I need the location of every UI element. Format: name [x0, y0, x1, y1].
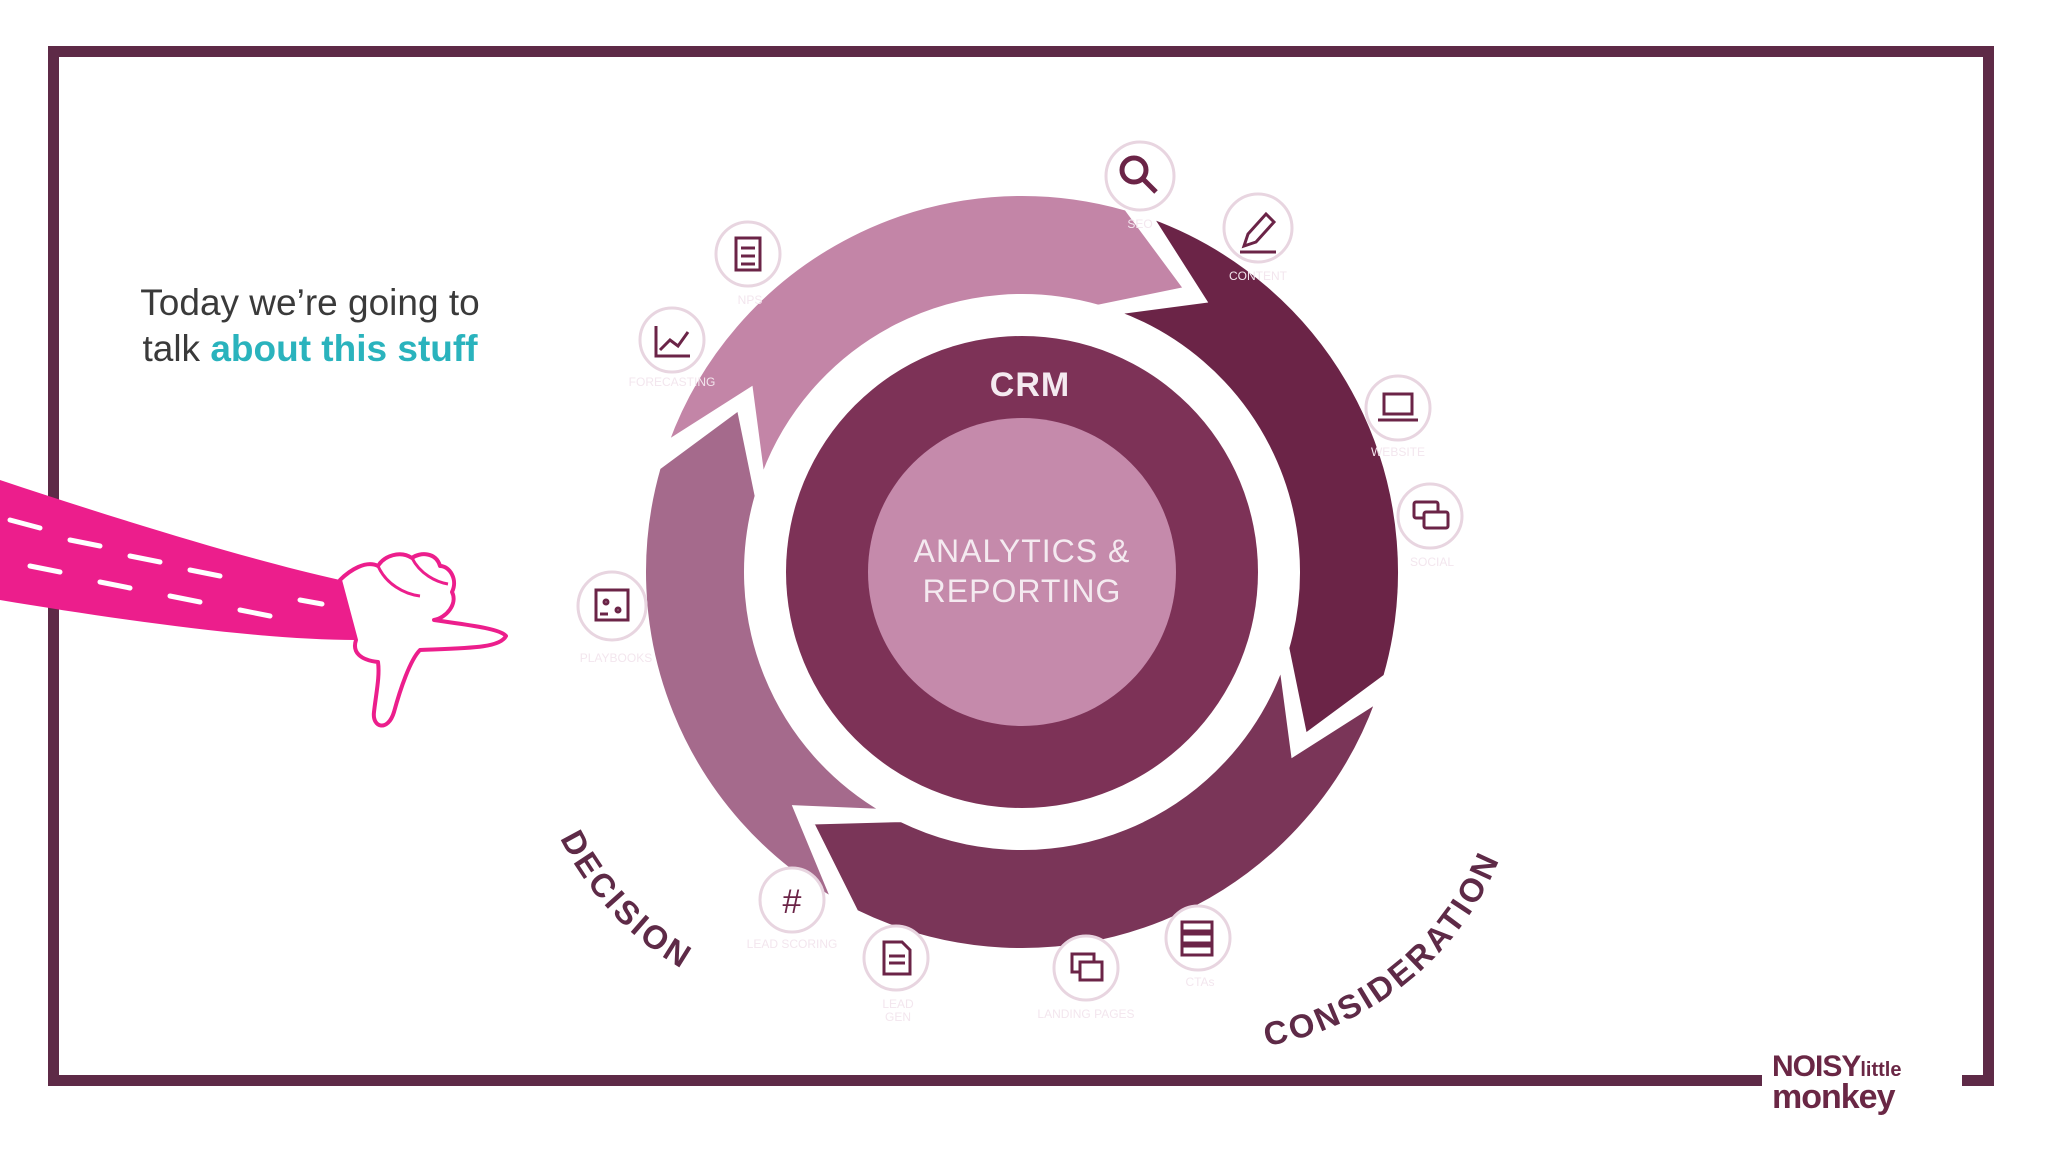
logo-line-1: NOISYlittle [1772, 1050, 1901, 1084]
item-lead-gen: LEAD GEN [862, 924, 930, 1024]
server-list-icon [1180, 920, 1214, 957]
pointing-hand-icon [0, 480, 508, 728]
item-label-social: SOCIAL [1410, 555, 1454, 569]
item-social: SOCIAL [1396, 482, 1464, 569]
item-label-playbooks: PLAYBOOKS [580, 651, 652, 665]
item-forecasting: FORECASTING [629, 306, 716, 389]
item-label-landing-pages: LANDING PAGES [1037, 1007, 1134, 1021]
laptop-icon [1378, 392, 1418, 422]
logo-little: little [1860, 1059, 1902, 1081]
pages-icon [1070, 952, 1104, 982]
analytics-label-line2: REPORTING [923, 573, 1122, 609]
item-label-lead-scoring: LEAD SCORING [747, 937, 838, 951]
item-nps: NPS [714, 220, 782, 307]
item-label-seo: SEO [1127, 217, 1152, 231]
intro-accent: about this stuff [210, 328, 478, 369]
pencil-icon [1240, 211, 1277, 254]
stage-label-consideration: CONSIDERATION [1260, 845, 1507, 1053]
item-label-ctas: CTAs [1185, 975, 1214, 989]
item-label-forecasting: FORECASTING [629, 375, 716, 389]
item-content: CONTENT [1222, 192, 1294, 283]
stage-segment-loyalty [662, 192, 1189, 479]
item-seo: SEO [1104, 140, 1176, 231]
hash-icon: # [783, 883, 802, 921]
logo-noisy: NOISY [1772, 1050, 1861, 1083]
item-website: WEBSITE [1364, 374, 1432, 459]
analytics-label-line1: ANALYTICS & [914, 533, 1131, 569]
item-label-website: WEBSITE [1371, 445, 1425, 459]
ring-segments [642, 192, 1402, 952]
magnifier-icon [1119, 155, 1158, 194]
analytics-circle [868, 418, 1176, 726]
item-landing-pages: LANDING PAGES [1037, 934, 1135, 1021]
stage-segment-consideration [808, 665, 1382, 952]
item-label-lead: LEAD [882, 997, 914, 1011]
chat-bubbles-icon [1412, 500, 1450, 530]
intro-line-2-prefix: talk [142, 328, 211, 369]
noisy-little-monkey-logo: NOISYlittle monkey [1762, 1046, 1962, 1116]
stage-segment-awareness [1115, 212, 1402, 739]
intro-line-2: talk about this stuff [110, 326, 510, 372]
intro-text: Today we’re going to talk about this stu… [110, 280, 510, 372]
item-label-nps: NPS [738, 293, 763, 307]
item-label-gen: GEN [885, 1010, 911, 1024]
item-label-content: CONTENT [1229, 269, 1288, 283]
stage-segment-decision [642, 405, 886, 905]
clipboard-icon [734, 236, 762, 272]
chart-icon [654, 326, 690, 358]
item-lead-scoring: # LEAD SCORING [747, 866, 838, 951]
intro-line-1: Today we’re going to [140, 282, 480, 323]
stage-label-loyalty: LOYALTY [559, 153, 696, 310]
stage-label-decision: DECISION [554, 824, 700, 976]
stage-label-awareness: AWARENESS [1357, 163, 1521, 381]
playbook-icon [594, 588, 630, 622]
document-icon [882, 940, 912, 976]
crm-label: CRM [990, 366, 1070, 404]
logo-line-2: monkey [1772, 1078, 1895, 1116]
item-playbooks: PLAYBOOKS [576, 570, 652, 665]
item-ctas: CTAs [1164, 904, 1232, 989]
